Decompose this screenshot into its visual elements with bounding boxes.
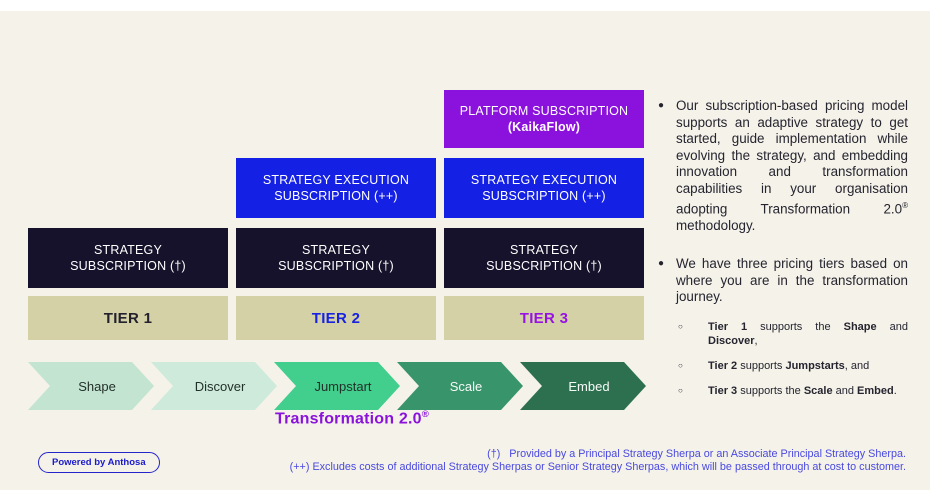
bullet1-post: methodology. bbox=[676, 217, 756, 233]
box-line: PLATFORM SUBSCRIPTION bbox=[459, 103, 629, 118]
bullet-icon: ● bbox=[658, 258, 665, 270]
top-strip bbox=[0, 0, 930, 11]
footnote-plusplus: (++) Excludes costs of additional Strate… bbox=[289, 460, 906, 473]
registered-mark: ® bbox=[902, 200, 908, 210]
journey-step-scale: Scale bbox=[397, 362, 523, 410]
bullet-icon: ● bbox=[658, 100, 665, 111]
sub-bullet-text: Tier 1 supports the Shape and Discover, bbox=[708, 321, 908, 347]
sub-bullet-text: Tier 3 supports the Scale and Embed. bbox=[708, 385, 897, 397]
strategy-subscription-box-tier2: STRATEGY SUBSCRIPTION (†) bbox=[236, 228, 436, 288]
box-line: STRATEGY bbox=[93, 242, 163, 257]
bullet-text: We have three pricing tiers based on whe… bbox=[676, 256, 908, 305]
tier-1-label: TIER 1 bbox=[28, 296, 228, 340]
tier-2-label: TIER 2 bbox=[236, 296, 436, 340]
box-line: STRATEGY bbox=[301, 242, 371, 257]
bullet-pricing-tiers: ● We have three pricing tiers based on w… bbox=[658, 256, 908, 306]
description-panel: ● Our subscription-based pricing model s… bbox=[658, 98, 908, 409]
transformation-2-0-label: Transformation 2.0® bbox=[28, 409, 676, 428]
bullet-pricing-model: ● Our subscription-based pricing model s… bbox=[658, 98, 908, 234]
badge-label: Powered by Anthosa bbox=[52, 457, 146, 468]
chevron-label: Shape bbox=[78, 378, 116, 394]
execution-subscription-box-tier2: STRATEGY EXECUTION SUBSCRIPTION (++) bbox=[236, 158, 436, 218]
sub-bullet-tier3: ○ Tier 3 supports the Scale and Embed. bbox=[676, 384, 908, 398]
box-line: STRATEGY EXECUTION bbox=[470, 172, 618, 187]
box-line: SUBSCRIPTION (†) bbox=[486, 259, 602, 273]
box-line: SUBSCRIPTION (†) bbox=[70, 259, 186, 273]
chevron-label: Discover bbox=[194, 378, 246, 394]
box-line: SUBSCRIPTION (†) bbox=[278, 259, 394, 273]
execution-subscription-box-tier3: STRATEGY EXECUTION SUBSCRIPTION (++) bbox=[444, 158, 644, 218]
registered-mark: ® bbox=[421, 409, 430, 420]
journey-step-discover: Discover bbox=[151, 362, 277, 410]
sub-bullet-icon: ○ bbox=[678, 386, 683, 395]
sub-bullet-icon: ○ bbox=[678, 361, 683, 370]
box-line: STRATEGY bbox=[509, 242, 579, 257]
journey-step-embed: Embed bbox=[520, 362, 646, 410]
powered-by-anthosa-badge: Powered by Anthosa bbox=[38, 452, 160, 473]
footnote-dagger: (†) Provided by a Principal Strategy She… bbox=[487, 448, 906, 460]
chevron-label: Embed bbox=[568, 378, 610, 394]
bullet1-pre: Our subscription-based pricing model sup… bbox=[676, 98, 908, 217]
box-line: (KaikaFlow) bbox=[507, 120, 581, 134]
bullet-text: Our subscription-based pricing model sup… bbox=[676, 98, 908, 234]
journey-step-shape: Shape bbox=[28, 362, 154, 410]
box-line: SUBSCRIPTION (++) bbox=[482, 189, 606, 203]
box-line: STRATEGY EXECUTION bbox=[262, 172, 410, 187]
journey-label-text: Transformation 2.0 bbox=[274, 410, 422, 428]
box-line: SUBSCRIPTION (++) bbox=[274, 189, 398, 203]
chevron-label: Jumpstart bbox=[314, 378, 372, 394]
sub-bullet-text: Tier 2 supports Jumpstarts, and bbox=[708, 360, 870, 372]
tier-3-label: TIER 3 bbox=[444, 296, 644, 340]
strategy-subscription-box-tier3: STRATEGY SUBSCRIPTION (†) bbox=[444, 228, 644, 288]
journey-step-jumpstart: Jumpstart bbox=[274, 362, 400, 410]
strategy-subscription-box-tier1: STRATEGY SUBSCRIPTION (†) bbox=[28, 228, 228, 288]
sub-bullet-tier1: ○ Tier 1 supports the Shape and Discover… bbox=[676, 320, 908, 348]
sub-bullet-icon: ○ bbox=[678, 322, 683, 331]
footnotes: (†) Provided by a Principal Strategy She… bbox=[246, 448, 906, 474]
sub-bullet-tier2: ○ Tier 2 supports Jumpstarts, and bbox=[676, 359, 908, 373]
platform-subscription-box: PLATFORM SUBSCRIPTION (KaikaFlow) bbox=[444, 90, 644, 148]
chevron-label: Scale bbox=[449, 378, 483, 394]
tier-sub-bullets: ○ Tier 1 supports the Shape and Discover… bbox=[676, 320, 908, 398]
